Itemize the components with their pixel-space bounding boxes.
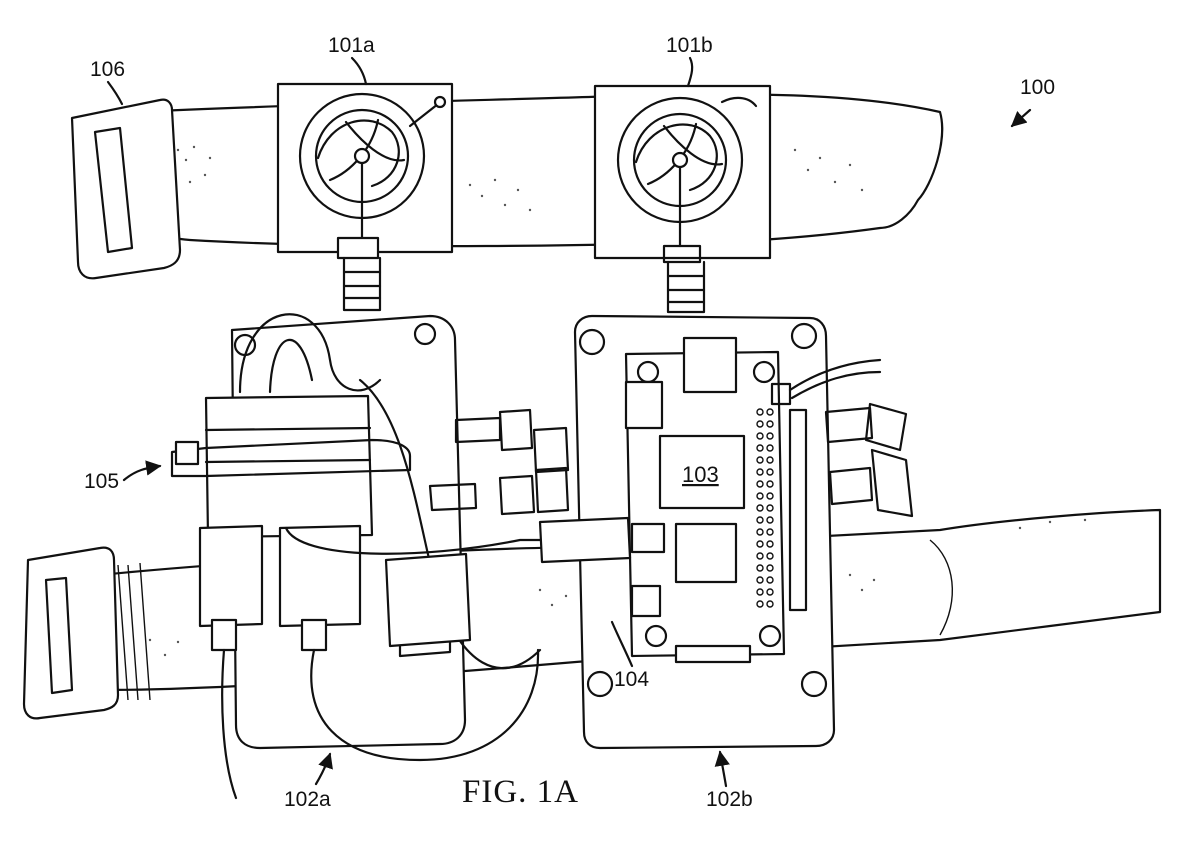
module-102b (538, 314, 914, 750)
label-101a: 101a (328, 34, 375, 57)
label-101b: 101b (666, 34, 713, 57)
label-103: 103 (682, 462, 719, 487)
label-100: 100 (1020, 76, 1055, 99)
strap-texture-upper (176, 145, 864, 212)
label-106: 106 (90, 58, 125, 81)
reference-labels: 101a 101b 106 100 105 103 104 102a 102b (84, 34, 1055, 811)
gpio-header (756, 408, 774, 608)
label-105: 105 (84, 470, 119, 493)
figure-caption: FIG. 1A (462, 774, 579, 810)
antenna-101b (593, 84, 772, 314)
processor-chip-103 (658, 434, 746, 510)
module-102a (170, 313, 570, 800)
label-102b: 102b (706, 788, 753, 811)
upper-strap (133, 93, 944, 248)
strap-texture-lower (148, 518, 1087, 657)
antenna-101a (276, 82, 454, 312)
label-102a: 102a (284, 788, 331, 811)
lower-buckle (22, 546, 151, 720)
label-104: 104 (614, 668, 649, 691)
upper-buckle (70, 98, 182, 280)
